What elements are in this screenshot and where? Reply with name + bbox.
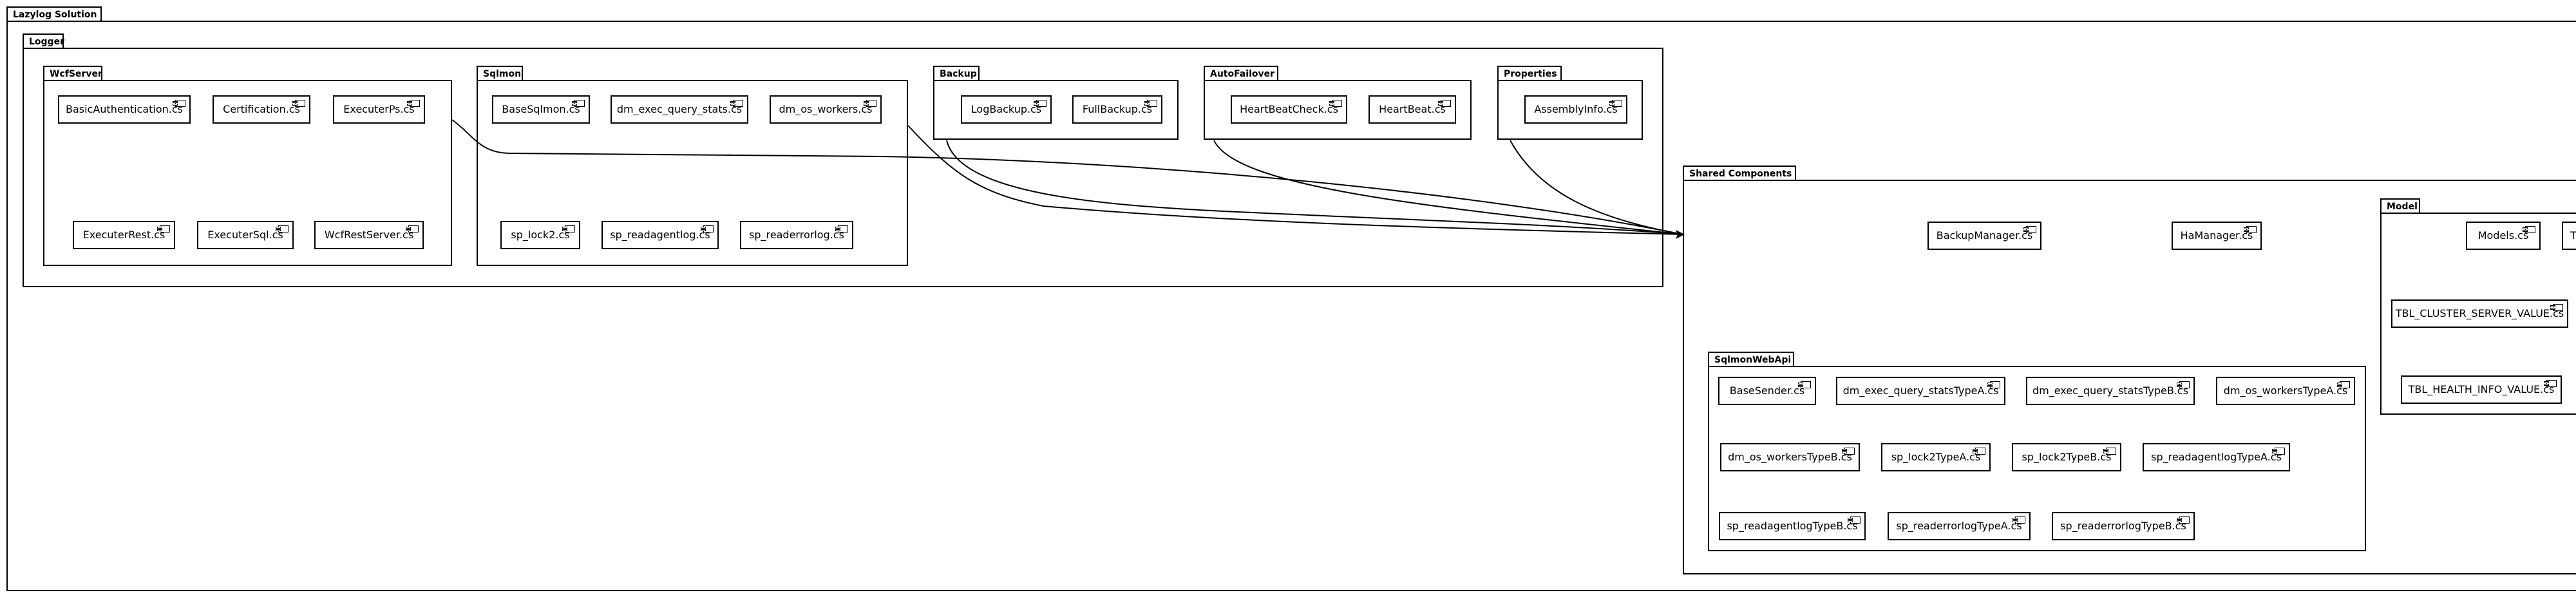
component-executerrest: ExecuterRest.cs (73, 221, 175, 249)
component-icon (1973, 448, 1985, 455)
package-backup (933, 80, 1179, 140)
component-sp-lock2typea: sp_lock2TypeA.cs (1881, 443, 1991, 471)
component-icon (157, 225, 170, 232)
component-sp-readerrorlogtypeb: sp_readerrorlogTypeB.cs (2052, 512, 2195, 540)
component-icon (1034, 100, 1046, 107)
component-wcfrestserver: WcfRestServer.cs (314, 221, 424, 249)
component-sp-readagentlogtypeb: sp_readagentlogTypeB.cs (1719, 512, 1866, 540)
component-icon (2337, 381, 2350, 388)
component-icon (406, 225, 419, 232)
package-tab-sqlmon: Sqlmon (477, 66, 523, 81)
component-icon (2523, 226, 2535, 233)
component-models: Models.cs (2466, 222, 2541, 250)
component-icon (1842, 448, 1855, 455)
edge-backup-to-shared (946, 140, 1683, 235)
component-basesqlmon: BaseSqlmon.cs (492, 95, 590, 124)
component-icon (2012, 516, 2025, 524)
component-dm-os-workers: dm_os_workers.cs (770, 95, 882, 124)
component-heartbeat: HeartBeat.cs (1368, 95, 1456, 124)
component-icon (864, 100, 876, 107)
component-model-t: T (2562, 222, 2576, 250)
edge-sqlmon-to-shared (907, 125, 1683, 235)
component-sp-readagentlog: sp_readagentlog.cs (601, 221, 719, 249)
component-icon (1848, 516, 1861, 524)
package-shared-components (1683, 180, 2576, 574)
component-dm-os-workerstypeb: dm_os_workersTypeB.cs (1720, 443, 1860, 471)
component-icon (562, 225, 575, 232)
package-wcfserver (43, 80, 452, 266)
component-icon (1438, 100, 1451, 107)
arrowhead (1676, 230, 1685, 239)
component-heartbeatcheck: HeartBeatCheck.cs (1231, 95, 1347, 124)
package-tab-lazylog-solution: Lazylog Solution (6, 6, 102, 22)
component-fullbackup: FullBackup.cs (1072, 95, 1162, 124)
component-sp-readerrorlogtypea: sp_readerrorlogTypeA.cs (1888, 512, 2031, 540)
package-tab-model: Model (2380, 198, 2420, 214)
component-tbl-health-info-value: TBL_HEALTH_INFO_VALUE.cs (2401, 375, 2562, 404)
component-icon (2103, 448, 2116, 455)
component-executerps: ExecuterPs.cs (333, 95, 425, 124)
component-icon (2272, 448, 2285, 455)
component-dm-exec-query-stats: dm_exec_query_stats.cs (611, 95, 748, 124)
package-tab-shared-components: Shared Components (1683, 166, 1796, 181)
package-lazylog-solution (6, 21, 2576, 591)
component-icon (1329, 100, 1342, 107)
package-model (2380, 213, 2576, 415)
component-dm-exec-query-statstypeb: dm_exec_query_statsTypeB.cs (2026, 377, 2195, 405)
component-dm-os-workerstypea: dm_os_workersTypeA.cs (2216, 377, 2355, 405)
package-tab-wcfserver: WcfServer (43, 66, 102, 81)
component-icon (1798, 381, 1811, 388)
component-icon (572, 100, 585, 107)
component-icon (2544, 380, 2557, 387)
component-logbackup: LogBackup.cs (961, 95, 1052, 124)
component-icon (730, 100, 743, 107)
package-sqlmonwebapi (1708, 366, 2366, 551)
package-sqlmon (477, 80, 908, 266)
component-icon (2023, 226, 2036, 233)
component-sp-readerrorlog: sp_readerrorlog.cs (740, 221, 853, 249)
component-certification: Certification.cs (213, 95, 310, 124)
component-icon (2550, 304, 2563, 311)
component-icon (407, 100, 420, 107)
component-icon (2244, 226, 2257, 233)
component-sp-lock2typeb: sp_lock2TypeB.cs (2012, 443, 2121, 471)
component-icon (1144, 100, 1157, 107)
package-autofailover (1204, 80, 1472, 140)
component-dm-exec-query-statstypea: dm_exec_query_statsTypeA.cs (1836, 377, 2005, 405)
component-backupmanager: BackupManager.cs (1927, 222, 2041, 250)
package-tab-logger: Logger (23, 33, 64, 49)
edge-wcfserver-to-shared (451, 119, 1683, 235)
component-basesender: BaseSender.cs (1718, 377, 1816, 405)
component-icon (2177, 516, 2190, 524)
component-icon (292, 100, 305, 107)
component-icon (1609, 100, 1622, 107)
component-icon (2177, 381, 2190, 388)
component-icon (701, 225, 714, 232)
package-properties (1497, 80, 1643, 140)
component-basicauthentication: BasicAuthentication.cs (58, 95, 191, 124)
component-icon (276, 225, 289, 232)
package-logger (23, 48, 1663, 287)
component-icon (835, 225, 848, 232)
package-tab-autofailover: AutoFailover (1204, 66, 1278, 81)
package-tab-sqlmonwebapi: SqlmonWebApi (1708, 352, 1794, 367)
component-sp-lock2: sp_lock2.cs (500, 221, 580, 249)
component-assemblyinfo: AssemblyInfo.cs (1524, 95, 1627, 124)
component-sp-readagentlogtypea: sp_readagentlogTypeA.cs (2143, 443, 2290, 471)
component-hamanager: HaManager.cs (2172, 222, 2262, 250)
component-tbl-cluster-server-value: TBL_CLUSTER_SERVER_VALUE.cs (2391, 299, 2568, 328)
component-icon (173, 100, 185, 107)
component-icon (1987, 381, 2000, 388)
package-tab-backup: Backup (933, 66, 980, 81)
edge-autofailover-to-shared (1213, 140, 1683, 235)
component-executersql: ExecuterSql.cs (197, 221, 294, 249)
edge-properties-to-shared (1510, 140, 1683, 235)
package-tab-properties: Properties (1497, 66, 1562, 81)
